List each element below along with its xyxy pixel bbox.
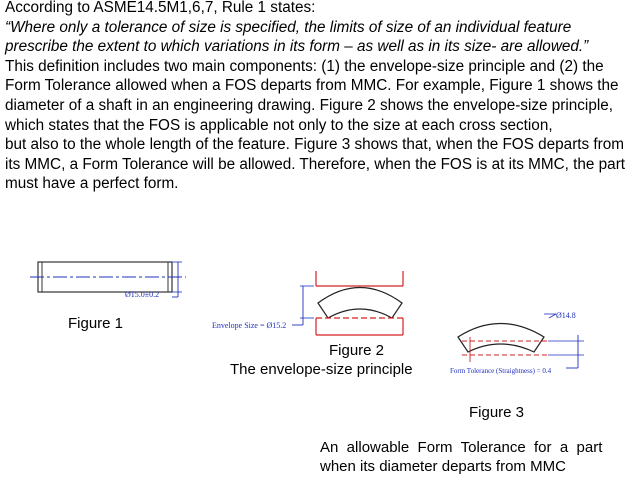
intro-line: According to ASME14.5M1,6,7, Rule 1 stat…	[5, 0, 316, 16]
figure2-subcaption: The envelope-size principle	[230, 361, 413, 378]
figure3-dimension: Ø14.8	[556, 311, 576, 320]
figure3-form-tolerance: Form Tolerance (Straightness) = 0.4	[450, 367, 552, 375]
conclusion-paragraph: but also to the whole length of the feat…	[5, 136, 626, 193]
figure2-dimension: Envelope Size = Ø15.2	[212, 321, 286, 330]
figure3-caption: Figure 3	[469, 404, 525, 421]
figure2-caption: Figure 2	[329, 342, 385, 359]
figure3-drawing: Ø14.8 Form Tolerance (Straightness) = 0.…	[450, 311, 584, 375]
figure1-dimension: Ø15.0±0.2	[125, 290, 159, 299]
figure1-caption: Figure 1	[68, 315, 124, 332]
figure3-description-line2: when its diameter departs from MMC	[320, 458, 566, 475]
figure3-description-line1: An allowable Form Tolerance for a part	[320, 439, 603, 456]
body-text: According to ASME14.5M1,6,7, Rule 1 stat…	[5, 0, 635, 194]
definition-paragraph: This definition includes two main compon…	[5, 57, 619, 134]
figure1-drawing: Ø15.0±0.2	[30, 261, 186, 299]
figure2-drawing: Envelope Size = Ø15.2	[212, 271, 404, 336]
rule-quote: “Where only a tolerance of size is speci…	[5, 18, 589, 56]
